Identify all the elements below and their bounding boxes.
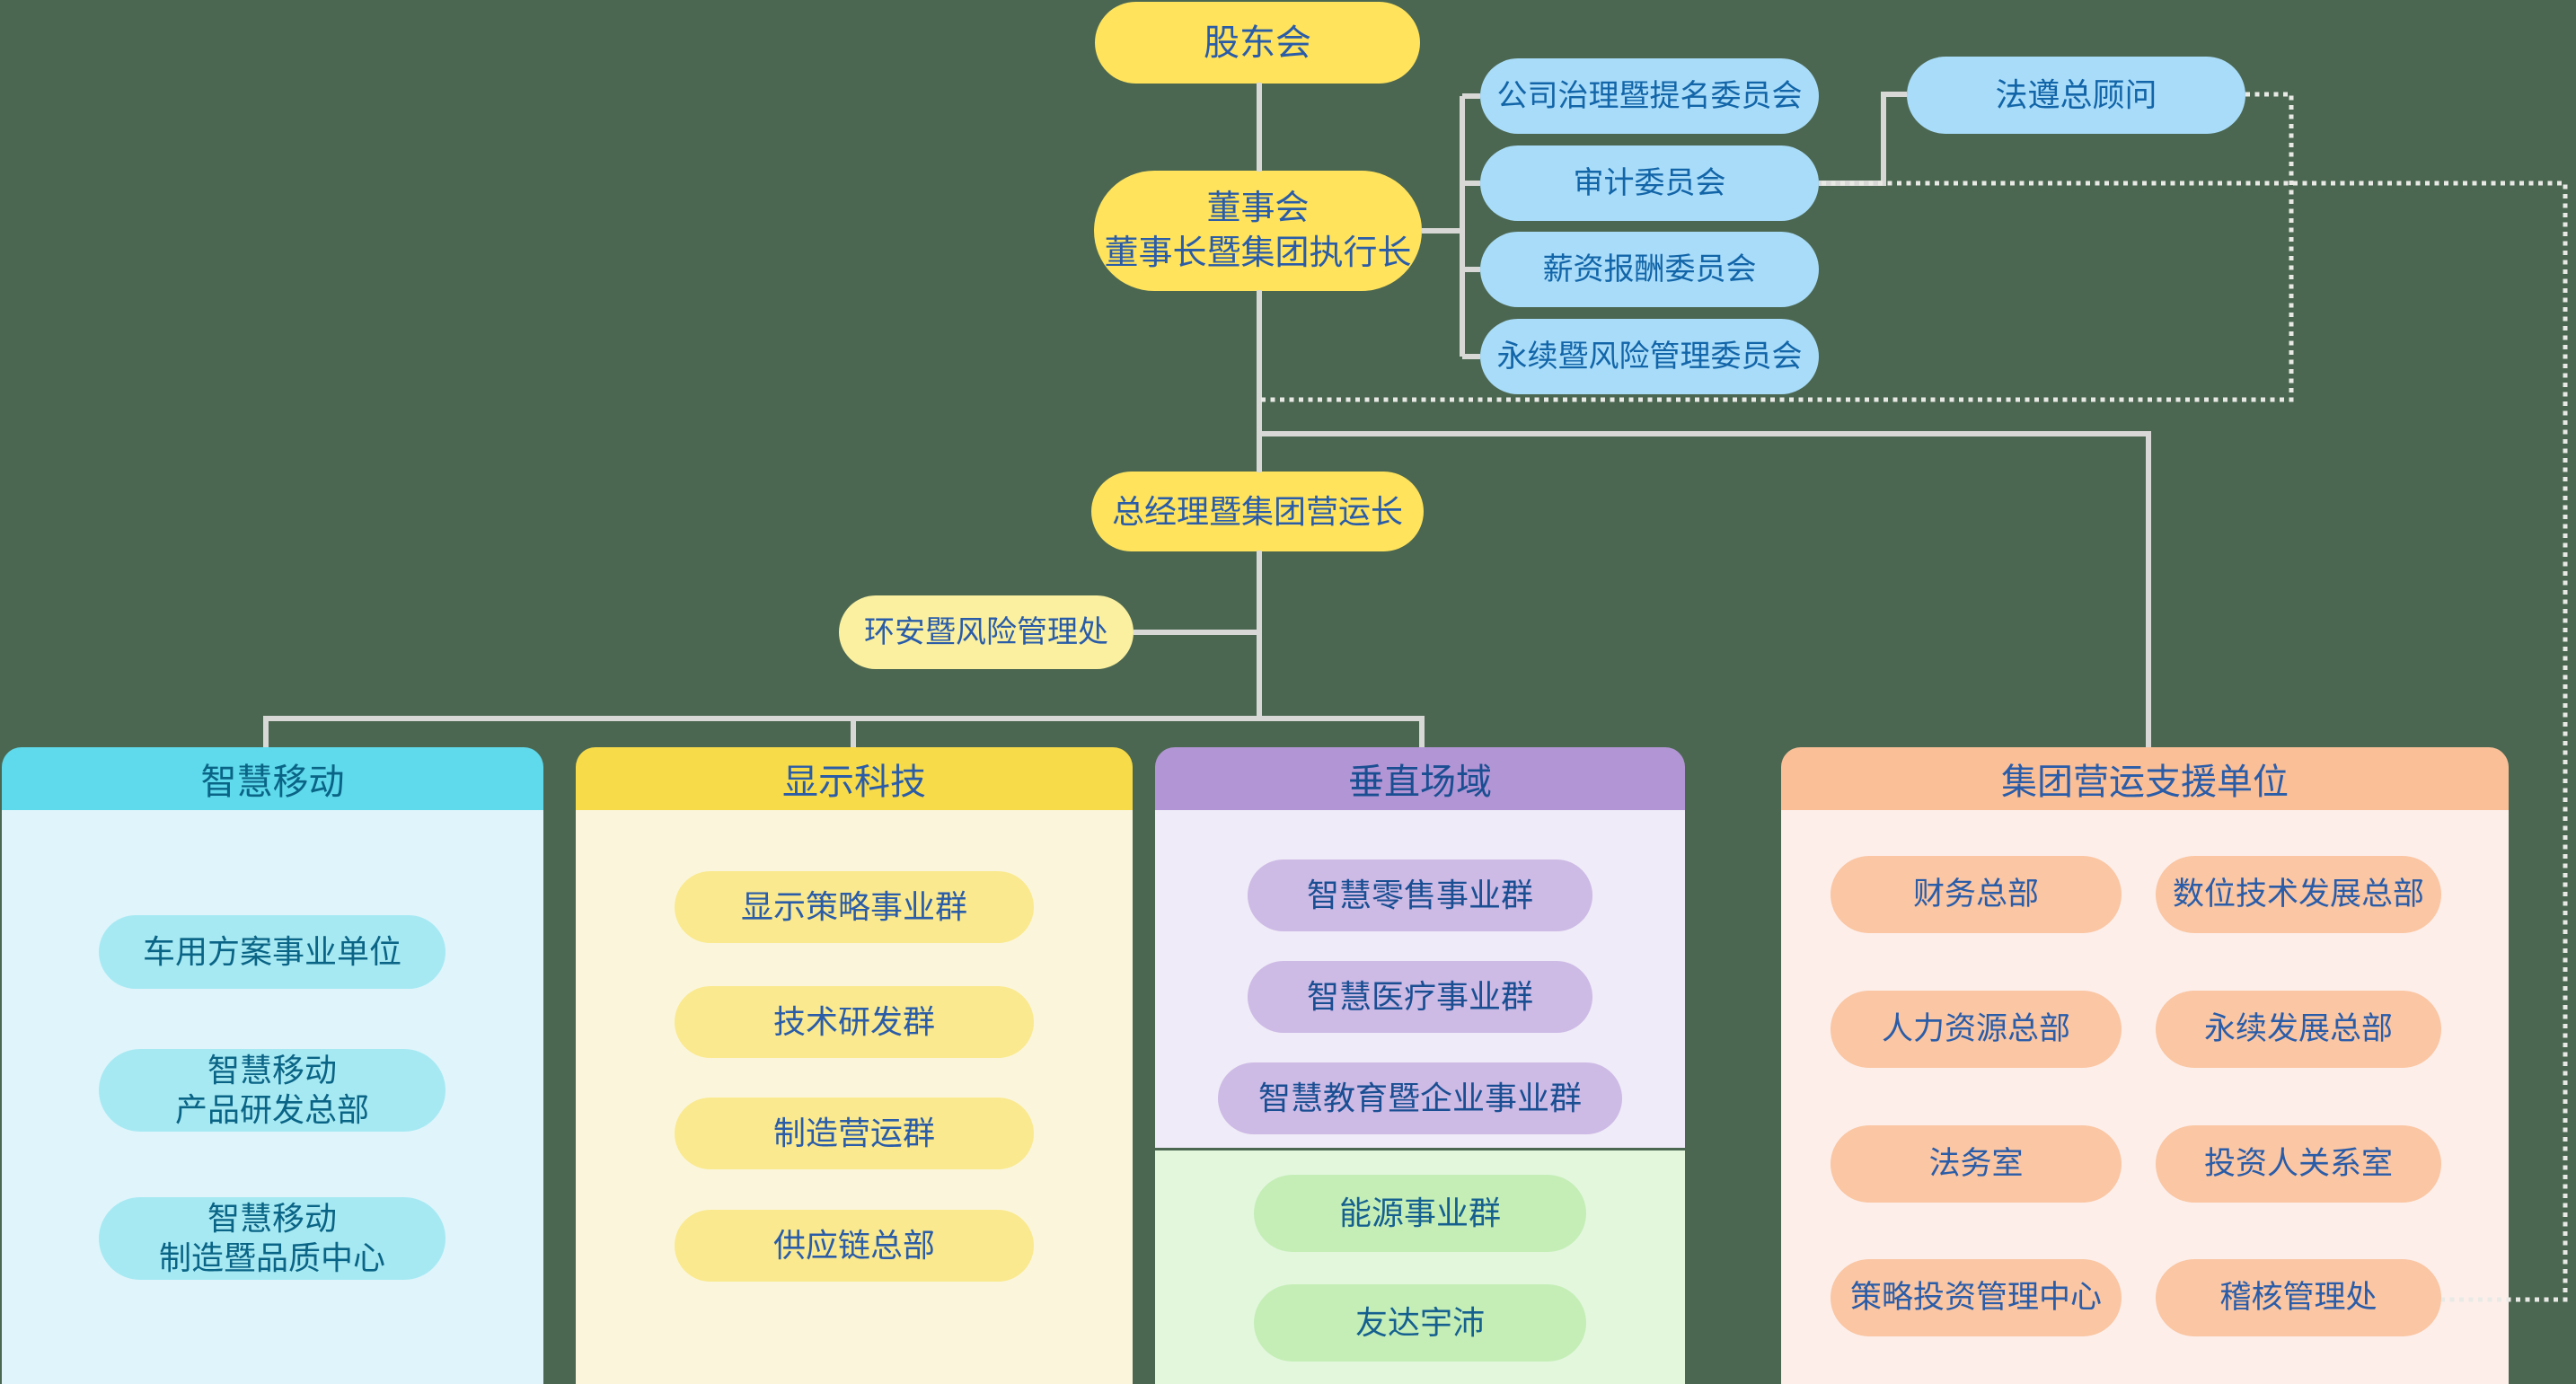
pill-label: 稽核管理处 — [2219, 1280, 2378, 1315]
card4-pill-audit-office: 稽核管理处 — [2156, 1259, 2441, 1336]
card4-pill-strategy-investment: 策略投资管理中心 — [1831, 1259, 2122, 1336]
pill-label: 智慧教育暨企业事业群 — [1257, 1080, 1582, 1117]
pill-label: 投资人关系室 — [2203, 1146, 2393, 1181]
pill-label: 供应链总部 — [772, 1227, 935, 1265]
card3-pill-medical: 智慧医疗事业群 — [1248, 961, 1592, 1033]
pill-label: 制造暨品质中心 — [158, 1239, 385, 1276]
card4-pill-digital-tech: 数位技术发展总部 — [2156, 856, 2441, 933]
node-committee-governance: 公司治理暨提名委员会 — [1480, 58, 1819, 134]
card2-pill-display-strategy: 显示策略事业群 — [675, 871, 1034, 943]
gm-label: 总经理暨集团营运长 — [1111, 492, 1403, 530]
pill-label: 智慧移动 — [207, 1200, 337, 1237]
committee-label: 公司治理暨提名委员会 — [1496, 78, 1803, 113]
card3-pill-energy: 能源事业群 — [1254, 1175, 1586, 1252]
pill-label: 友达宇沛 — [1354, 1304, 1485, 1342]
card1-pill-vehicle: 车用方案事业单位 — [99, 915, 446, 989]
pill-label: 永续发展总部 — [2203, 1011, 2393, 1046]
card2-pill-supply-chain: 供应链总部 — [675, 1210, 1034, 1282]
legal-advisor-label: 法遵总顾问 — [1995, 76, 2157, 114]
card3-pill-retail: 智慧零售事业群 — [1248, 859, 1592, 931]
node-general-manager: 总经理暨集团营运长 — [1091, 472, 1424, 551]
pill-label: 人力资源总部 — [1881, 1011, 2070, 1046]
node-committee-audit: 审计委员会 — [1480, 145, 1819, 221]
card4-pill-hr: 人力资源总部 — [1831, 991, 2122, 1068]
card1-header: 智慧移动 — [2, 747, 543, 810]
committee-label: 薪资报酬委员会 — [1542, 251, 1757, 286]
pill-label: 制造营运群 — [772, 1115, 935, 1152]
pill-label: 智慧医疗事业群 — [1306, 978, 1533, 1016]
pill-label: 车用方案事业单位 — [142, 933, 401, 971]
node-board-line2: 董事长暨集团执行长 — [1104, 234, 1412, 272]
connector-branch-cards — [263, 716, 1425, 747]
ehs-label: 环安暨风险管理处 — [864, 614, 1108, 649]
card2-header: 显示科技 — [576, 747, 1133, 810]
pill-label: 策略投资管理中心 — [1849, 1280, 2102, 1315]
pill-label: 数位技术发展总部 — [2172, 877, 2424, 912]
pill-label: 显示策略事业群 — [740, 888, 967, 926]
pill-label: 能源事业群 — [1338, 1194, 1501, 1232]
card2-pill-tech-rd: 技术研发群 — [675, 986, 1034, 1058]
node-board-line1: 董事会 — [1206, 190, 1310, 227]
node-shareholders-label: 股东会 — [1204, 22, 1311, 63]
card3-pill-education: 智慧教育暨企业事业群 — [1218, 1062, 1622, 1134]
node-ehs: 环安暨风险管理处 — [839, 595, 1134, 669]
pill-label: 技术研发群 — [772, 1003, 935, 1041]
card4-pill-sustainability: 永续发展总部 — [2156, 991, 2441, 1068]
pill-label: 产品研发总部 — [174, 1091, 369, 1128]
card3-pill-auo-envirotech: 友达宇沛 — [1254, 1284, 1586, 1362]
pill-label: 法务室 — [1928, 1146, 2024, 1181]
card4-pill-finance: 财务总部 — [1831, 856, 2122, 933]
node-committee-sustainability: 永续暨风险管理委员会 — [1480, 319, 1819, 394]
card2-title: 显示科技 — [782, 763, 926, 802]
node-shareholders: 股东会 — [1095, 2, 1420, 84]
node-legal-advisor: 法遵总顾问 — [1907, 57, 2245, 134]
card1-pill-rd: 智慧移动 产品研发总部 — [99, 1049, 446, 1132]
pill-label: 智慧移动 — [207, 1052, 337, 1089]
card4-pill-investor-relations: 投资人关系室 — [2156, 1125, 2441, 1203]
card4-pill-legal-office: 法务室 — [1831, 1125, 2122, 1203]
connector-committees — [1422, 93, 1480, 359]
card3-title: 垂直场域 — [1348, 763, 1492, 802]
committee-label: 审计委员会 — [1573, 165, 1726, 200]
node-committee-compensation: 薪资报酬委员会 — [1480, 232, 1819, 307]
card4-header: 集团营运支援单位 — [1781, 747, 2509, 810]
card1-title: 智慧移动 — [200, 763, 345, 802]
connector-legal-advisor — [1819, 92, 1907, 186]
pill-label: 智慧零售事业群 — [1306, 877, 1533, 914]
card4-title: 集团营运支援单位 — [2001, 763, 2289, 802]
card2-pill-mfg-ops: 制造营运群 — [675, 1098, 1034, 1169]
node-board: 董事会 董事长暨集团执行长 — [1094, 171, 1422, 291]
card1-pill-mfg: 智慧移动 制造暨品质中心 — [99, 1197, 446, 1280]
committee-label: 永续暨风险管理委员会 — [1496, 339, 1803, 374]
pill-label: 财务总部 — [1912, 877, 2039, 912]
card3-header: 垂直场域 — [1155, 747, 1685, 810]
